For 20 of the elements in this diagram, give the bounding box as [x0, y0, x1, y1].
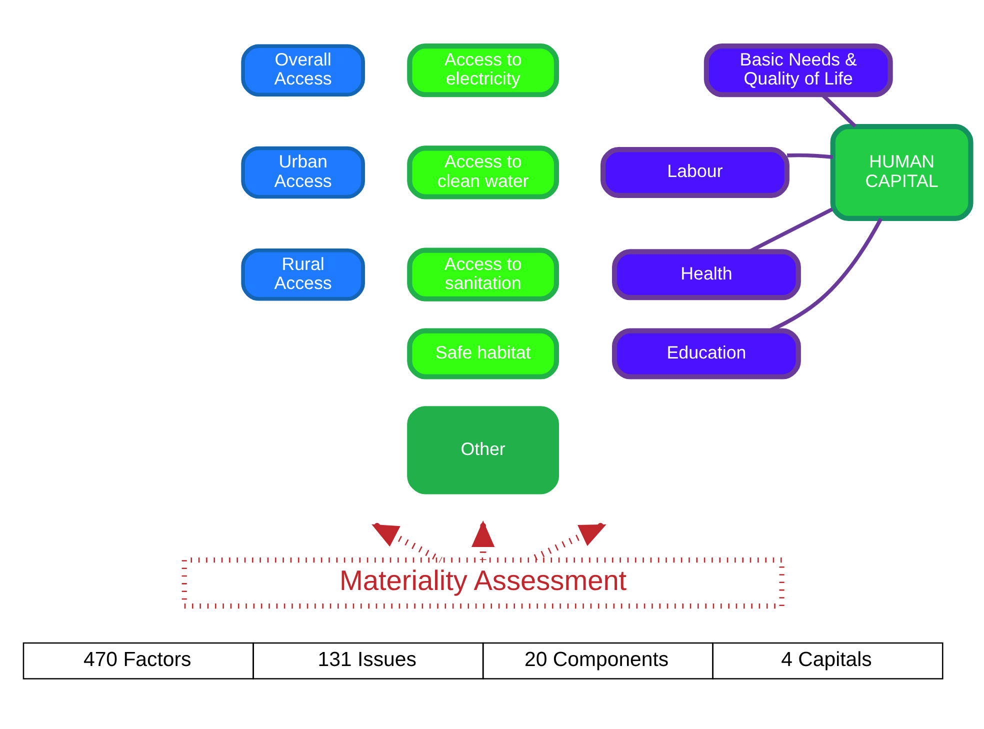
- label: 4 Capitals: [781, 648, 872, 670]
- node-box: Overall Access: [241, 44, 365, 96]
- node-box: Other: [407, 406, 560, 494]
- node-box: Materiality Assessment: [182, 557, 784, 608]
- node-box: Basic Needs & Quality of Life: [704, 43, 893, 97]
- label: 20 Components: [524, 648, 669, 670]
- label: 131 Issues: [318, 648, 416, 670]
- node-box: Education: [612, 328, 801, 379]
- node-box: Labour: [600, 146, 790, 198]
- node-box: Safe habitat: [407, 328, 560, 379]
- connector: [787, 152, 833, 159]
- node-box: HUMAN CAPITAL: [830, 123, 974, 220]
- node-box: Health: [612, 248, 801, 300]
- node-box: Access to electricity: [407, 43, 560, 97]
- node-box: Access to sanitation: [407, 247, 560, 301]
- node-box: Urban Access: [241, 146, 365, 198]
- arrow: [372, 524, 442, 562]
- node-box: Access to clean water: [407, 145, 560, 199]
- label: 470 Factors: [83, 648, 192, 670]
- node-box: Rural Access: [241, 248, 365, 300]
